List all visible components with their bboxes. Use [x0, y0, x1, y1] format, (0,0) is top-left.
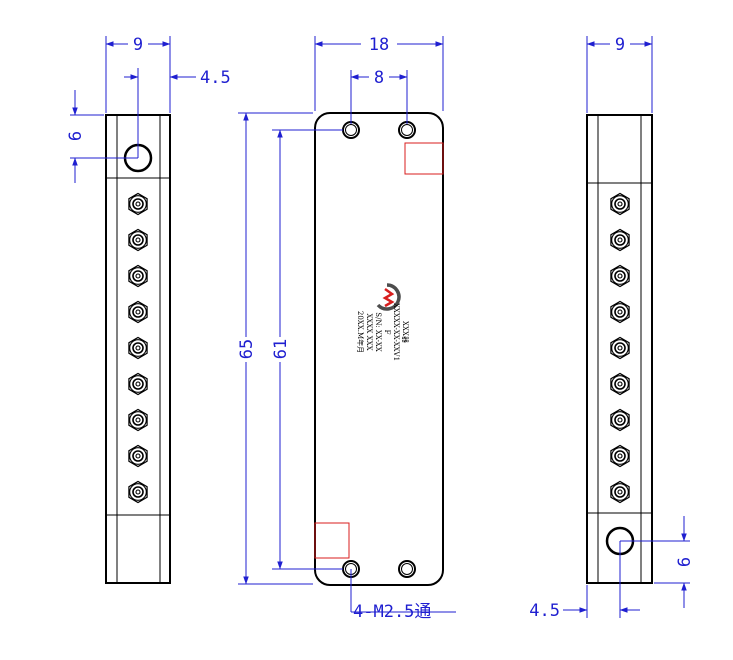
right-connector	[610, 300, 630, 324]
right-connector-column	[610, 192, 630, 504]
dim-left-hole-height-text: 6	[66, 131, 86, 141]
dim-right-width-text: 9	[615, 35, 625, 55]
left-connector	[128, 336, 148, 360]
label-line-2: XXXXX-XX-XXV1	[392, 303, 400, 361]
left-connector	[128, 480, 148, 504]
front-mount-hole-bottom-right-inner	[401, 563, 413, 575]
right-connector	[610, 336, 630, 360]
product-label: XXX器 XXXXX-XX-XXV1 F S/N: XX-XX XXXX XXX…	[356, 303, 409, 361]
right-connector	[610, 408, 630, 432]
right-connector	[610, 264, 630, 288]
dim-left-hole-offset-text: 4.5	[200, 68, 231, 88]
left-connector	[128, 228, 148, 252]
front-mount-hole-top-left-inner	[345, 124, 357, 136]
dim-left-hole-height	[70, 90, 138, 183]
dim-right-hole-offset-text: 4.5	[529, 601, 560, 621]
left-connector	[128, 192, 148, 216]
dim-front-width	[314, 36, 444, 111]
front-mount-hole-bottom-right	[398, 560, 416, 578]
left-connector	[128, 444, 148, 468]
dim-front-height-outer	[238, 112, 313, 585]
dim-right-hole-height-text: 6	[675, 557, 695, 567]
front-mount-hole-top-right-inner	[401, 124, 413, 136]
front-body-outline	[314, 112, 444, 586]
left-connector	[128, 300, 148, 324]
left-connector-column	[128, 192, 148, 504]
brand-logo	[376, 283, 401, 311]
front-connector-pad-bottom	[314, 522, 350, 559]
front-connector-pad-top	[404, 142, 444, 175]
dim-front-height-holes	[272, 129, 343, 570]
left-side-view: 9 4.5 6	[66, 35, 231, 584]
left-connector	[128, 372, 148, 396]
right-side-view: 9 4.5 6	[529, 35, 695, 621]
dim-front-height-outer-text: 65	[237, 339, 257, 359]
dim-right-width	[586, 36, 653, 113]
label-line-6: 20XX.M年月	[356, 311, 365, 353]
dim-front-hole-spacing	[350, 70, 408, 124]
right-connector	[610, 444, 630, 468]
dim-right-hole-offset	[563, 541, 640, 618]
dim-left-hole-offset	[124, 68, 196, 158]
right-connector	[610, 192, 630, 216]
dim-front-hole-spacing-text: 8	[374, 68, 384, 88]
right-connector	[610, 372, 630, 396]
dim-right-hole-height	[620, 516, 690, 608]
left-connector	[128, 408, 148, 432]
label-line-3: F	[383, 330, 391, 335]
label-line-4: S/N: XX-XX	[374, 312, 382, 351]
front-view: XXX器 XXXXX-XX-XXV1 F S/N: XX-XX XXXX XXX…	[237, 35, 456, 622]
dim-front-width-text: 18	[369, 35, 389, 55]
right-connector	[610, 480, 630, 504]
dim-front-height-holes-text: 61	[271, 339, 291, 359]
right-connector	[610, 228, 630, 252]
label-line-5: XXXX XXX	[365, 313, 373, 350]
dim-left-width-text: 9	[133, 35, 143, 55]
left-connector	[128, 264, 148, 288]
mount-holes-note: 4-M2.5通	[353, 602, 431, 622]
leader-mount-holes	[350, 569, 456, 613]
label-line-1: XXX器	[401, 321, 409, 343]
